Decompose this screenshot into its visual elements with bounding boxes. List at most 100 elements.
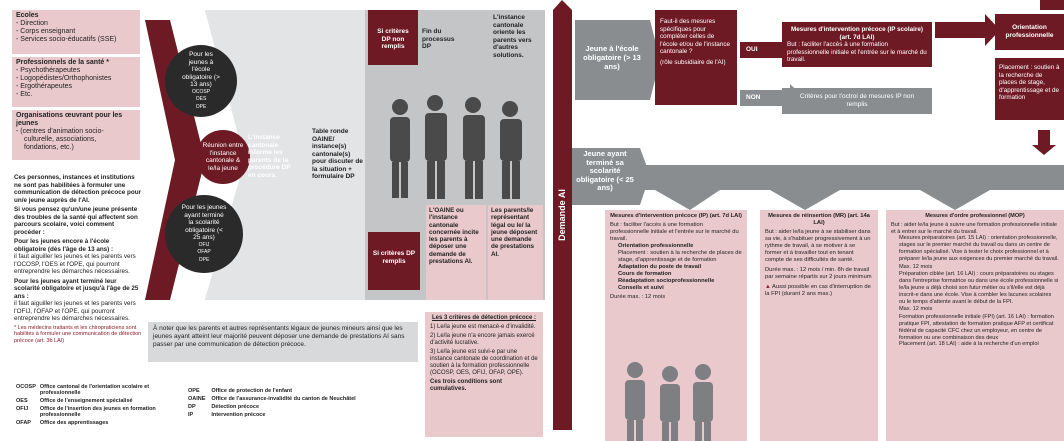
footnote: * Les médecins traitants et les chiropra… <box>14 324 142 344</box>
sante-item: - Etc. <box>16 91 33 98</box>
circle-ecole-title: Pour les jeunes à l'école obligatoire (>… <box>182 51 220 88</box>
person-silhouette <box>390 95 522 199</box>
orgs-box: Organisations œuvrant pour les jeunes - … <box>12 110 140 160</box>
col2-intro: But : aider le/la jeune à se stabiliser … <box>765 229 871 263</box>
glossary-text: Détection précoce <box>211 404 260 410</box>
col1-arrow <box>655 190 720 210</box>
instance-informe: L'instance cantonale informe les parents… <box>248 134 291 179</box>
col3-item: Mesures préparatoires (art. 15 LAI) : or… <box>899 235 1059 262</box>
glossary-abbr: OES <box>16 398 28 404</box>
col1-title: Mesures d'intervention précoce (IP) (art… <box>610 213 742 219</box>
col1-duree: Durée max. : 12 mois <box>610 294 666 300</box>
bottom-people-illustration <box>625 362 713 441</box>
non-label: NON <box>746 94 761 101</box>
criteres-title: Les 3 critères de détection précoce : <box>431 315 537 321</box>
mip-text: But : faciliter l'accès à une formation … <box>787 41 927 63</box>
people-illustration <box>390 95 522 199</box>
circle-termine: Pour les jeunes ayant terminé la scolari… <box>165 195 243 273</box>
ecoles-item: - Corps enseignant <box>16 28 76 35</box>
si-non-remplis: Si critères DP non remplis <box>368 10 418 65</box>
glossary-abbr: OFAP <box>16 420 31 426</box>
orientation-arrow <box>935 14 1000 46</box>
ecoles-title: Ecoles <box>16 12 39 19</box>
oui-label: OUI <box>746 46 758 53</box>
col3-box: Mesures d'ordre professionnel (MOP) But … <box>886 210 1064 441</box>
glossary-abbr: DP <box>188 404 196 410</box>
ecoles-item: - Direction <box>16 20 48 27</box>
glossary-row: OPE Office de protection de l'enfant <box>186 387 371 395</box>
jeune-ecole-arrow <box>575 20 660 100</box>
ecoles-box: Ecoles - Direction - Corps enseignant - … <box>12 10 140 54</box>
mip-title: Mesures d'intervention précoce (IP scola… <box>791 26 923 41</box>
jeune-termine-shape <box>572 148 650 205</box>
criteres-footer: Ces trois conditions sont cumulatives. <box>430 379 503 392</box>
col2-arrow <box>770 190 840 210</box>
question-sub: (rôle subsidiaire de l'AI) <box>660 58 726 66</box>
oaine-box: L'OAINE ou l'instance cantonale concerné… <box>426 205 486 300</box>
sante-item: - Logopédistes/Orthophonistes <box>16 75 112 82</box>
demande-ai-bar <box>553 10 572 430</box>
critere-item: 3) Le/la jeune est suivi-e par une insta… <box>430 349 538 376</box>
demande-ai-label: Demande AI <box>557 189 567 241</box>
ecoles-item: - Services socio-éducatifs (SSE) <box>16 36 117 43</box>
grey-band <box>640 165 1064 190</box>
orgs-item: - (centres d'animation socio- <box>16 128 104 135</box>
col2-warn-text: Aussi possible en cas d'interruption de … <box>765 284 871 297</box>
circle-ecole-item: OES <box>195 96 207 102</box>
glossary-row: OES Office de l'enseignement spécialisé <box>14 397 184 405</box>
glossary-abbr: IP <box>188 412 194 418</box>
orgs-title: Organisations œuvrant pour les jeunes <box>16 112 123 127</box>
glossary-abbr: OAINE <box>188 396 206 402</box>
left-arrow-shape <box>145 20 205 300</box>
col3-arrow <box>920 190 990 210</box>
glossary-text: Office de l'enseignement spécialisé <box>39 398 133 404</box>
warning-icon: ▲ <box>765 284 771 290</box>
glossary-abbr: OFIJ <box>16 406 29 412</box>
col1-item: Réadaptation socioprofessionnelle <box>618 278 715 284</box>
instructions: Ces personnes, instances et institutions… <box>14 174 142 344</box>
glossary-text: Office de l'insertion des jeunes en form… <box>39 406 156 418</box>
criteres-box: Les 3 critères de détection précoce : 1)… <box>425 312 543 437</box>
sante-box: Professionnels de la santé * - Psychothé… <box>12 57 140 107</box>
col1-item: Cours de formation <box>618 271 672 277</box>
glossary-table-right: OPE Office de protection de l'enfant OAIN… <box>186 387 371 419</box>
parents-box: Les parents/le représentant légal ou le/… <box>488 205 543 300</box>
placement-box: Placement : soutien à la recherche de pl… <box>995 58 1064 120</box>
table-ronde: Table ronde OAINE/ instance(s) cantonale… <box>312 128 363 180</box>
fin-processus: Fin du processus DP <box>422 28 455 50</box>
glossary-abbr: OCOSP <box>16 384 36 390</box>
sante-item: - Psychothérapeutes <box>16 67 81 74</box>
para3-title: Pour les jeunes encore à l'école obligat… <box>14 238 114 253</box>
left-panel: Ecoles - Direction - Corps enseignant - … <box>0 0 145 441</box>
col3-item: Max. 12 mois <box>899 263 933 270</box>
circle-ecole: Pour les jeunes à l'école obligatoire (>… <box>165 45 237 117</box>
mip-box: Mesures d'intervention précoce (IP scola… <box>782 22 932 67</box>
note-box: À noter que les parents et autres représ… <box>148 322 418 362</box>
col3-item: Formation professionnelle initiale (FPI)… <box>899 314 1054 341</box>
col1-intro: But : faciliter l'accès à une formation … <box>610 222 739 242</box>
col3-item: Max. 12 mois <box>899 306 933 313</box>
right-arrow-strip <box>1040 0 1064 10</box>
instance-oriente: L'instance cantonale oriente les parents… <box>493 14 532 59</box>
glossary-text: Office de protection de l'enfant <box>211 388 293 394</box>
col1-item: Adaptation du poste de travail <box>618 264 702 270</box>
circle-termine-item: OPE <box>198 256 210 263</box>
orgs-item: culturelle, associations, <box>24 136 97 143</box>
glossary-abbr: OPE <box>188 388 200 394</box>
para4-title: Pour les jeunes ayant terminé leur scola… <box>14 277 139 300</box>
col3-title: Mesures d'ordre professionnel (MOP) <box>925 213 1025 219</box>
sante-item: - Ergothérapeutes <box>16 83 73 90</box>
critere-item: 2) Le/la jeune n'a encore jamais exercé … <box>430 333 535 346</box>
col3-intro: But : aider le/la jeune à suivre une for… <box>891 221 1058 235</box>
critere-item: 1) Le/la jeune est menacé-e d'invalidité… <box>430 324 536 330</box>
glossary-row: DP Détection précoce <box>186 403 371 411</box>
circle-termine-title: Pour les jeunes ayant terminé la scolari… <box>181 204 227 241</box>
circle-ecole-item: OCOSP <box>191 88 211 95</box>
col1-list: Orientation professionnelle Placement : … <box>610 243 742 292</box>
funnel-light <box>205 10 365 300</box>
